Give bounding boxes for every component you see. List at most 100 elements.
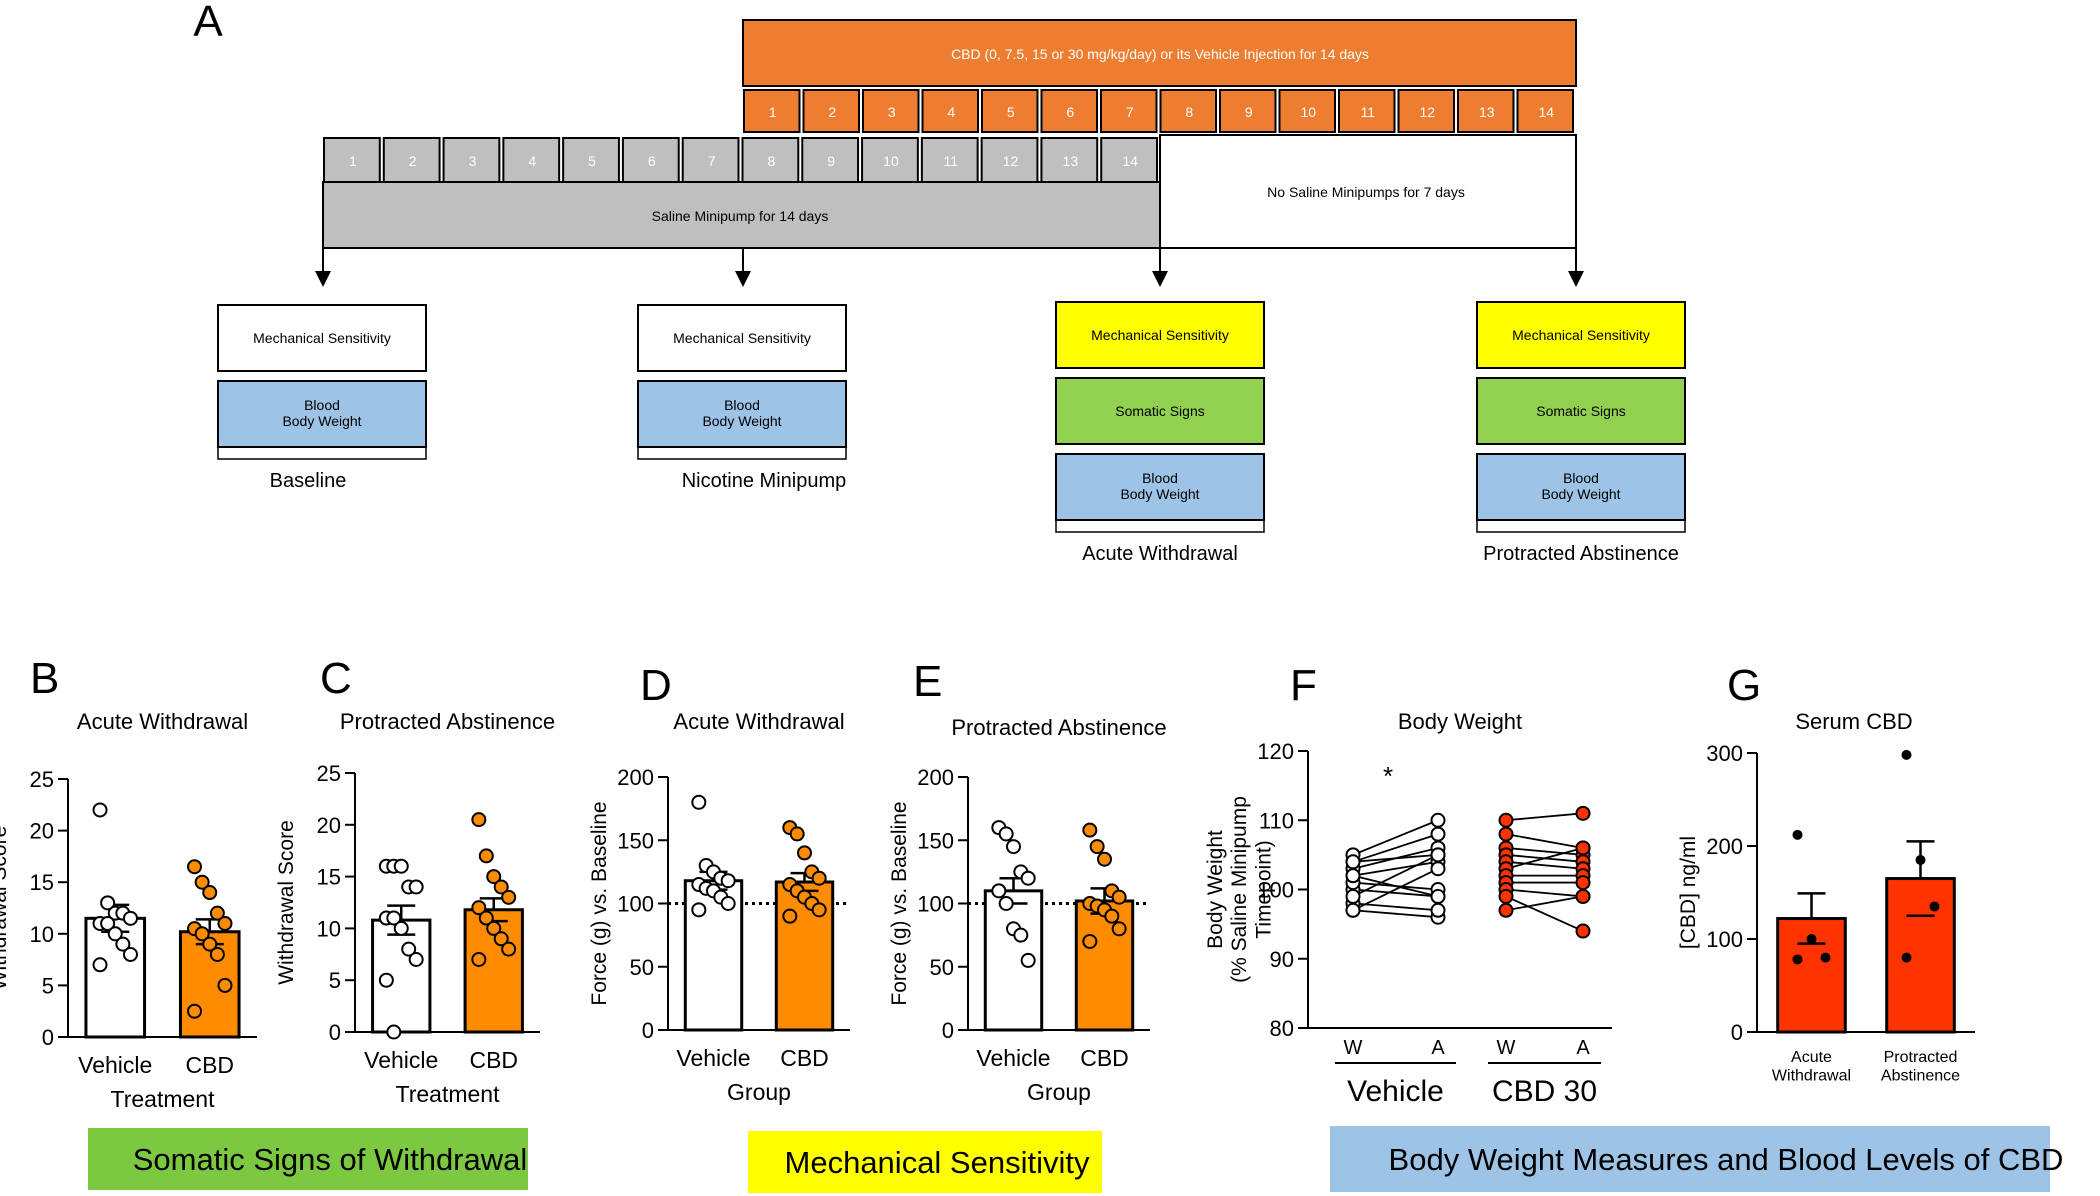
category-label: Vehicle bbox=[676, 1045, 750, 1071]
saline-day-label: 7 bbox=[708, 153, 716, 169]
group-label: CBD 30 bbox=[1492, 1075, 1597, 1108]
chart-title: Protracted Abstinence bbox=[340, 709, 555, 734]
data-point bbox=[1575, 888, 1591, 904]
x-tick-label: W bbox=[1497, 1037, 1516, 1059]
data-point bbox=[1430, 826, 1446, 842]
data-point bbox=[1430, 888, 1446, 904]
panel-letter: B bbox=[30, 654, 59, 703]
cbd-day-cell bbox=[802, 89, 860, 133]
data-point bbox=[107, 926, 123, 942]
panel-letter: D bbox=[640, 661, 672, 710]
data-point bbox=[100, 895, 116, 911]
saline-day-cell bbox=[741, 137, 800, 183]
timepoint-box bbox=[217, 304, 427, 372]
data-point bbox=[393, 920, 409, 936]
data-point bbox=[471, 951, 487, 967]
section-banner bbox=[748, 1131, 1102, 1193]
y-axis-label: Withdrawal Score bbox=[0, 826, 11, 991]
paired-line bbox=[1352, 819, 1439, 856]
data-point bbox=[1806, 934, 1817, 944]
data-point bbox=[1575, 923, 1591, 939]
bar bbox=[1074, 899, 1135, 1032]
cbd-day-label: 4 bbox=[947, 104, 955, 120]
timepoint-box-label: Somatic Signs bbox=[1536, 403, 1625, 419]
cbd-day-label: 14 bbox=[1538, 104, 1554, 120]
cbd-day-label: 12 bbox=[1419, 104, 1435, 120]
x-tick-label: W bbox=[1344, 1037, 1363, 1059]
data-point bbox=[501, 941, 517, 957]
data-point bbox=[998, 826, 1014, 842]
saline-day-label: 14 bbox=[1122, 153, 1138, 169]
paired-line bbox=[1505, 847, 1584, 870]
section-banner-label: Mechanical Sensitivity bbox=[785, 1145, 1090, 1180]
data-point bbox=[471, 900, 487, 916]
data-point bbox=[1345, 854, 1361, 870]
cbd-day-cell bbox=[862, 89, 920, 133]
saline-day-label: 6 bbox=[648, 153, 656, 169]
section-banner bbox=[1330, 1126, 2050, 1192]
chart-title: Body Weight bbox=[1398, 709, 1522, 734]
cbd-day-label: 6 bbox=[1066, 104, 1074, 120]
timepoint-box bbox=[1055, 453, 1265, 521]
data-point bbox=[486, 920, 502, 936]
y-tick-label: 100 bbox=[1706, 927, 1743, 952]
timepoint-box-label: Mechanical Sensitivity bbox=[1512, 327, 1650, 343]
data-point bbox=[1006, 839, 1021, 855]
paired-line bbox=[1505, 847, 1584, 856]
data-point bbox=[100, 915, 116, 931]
cbd-day-cell bbox=[743, 89, 801, 133]
timepoint-box bbox=[217, 380, 427, 448]
bar bbox=[1885, 877, 1956, 1034]
data-point bbox=[1097, 851, 1112, 867]
data-point bbox=[1915, 854, 1926, 865]
saline-day-label: 10 bbox=[883, 153, 899, 169]
data-point bbox=[187, 1003, 203, 1019]
data-point bbox=[1430, 847, 1446, 863]
data-point bbox=[1498, 888, 1514, 904]
y-tick-label: 200 bbox=[1706, 834, 1743, 859]
paired-line bbox=[1352, 854, 1439, 898]
cbd-day-label: 13 bbox=[1479, 104, 1495, 120]
data-point bbox=[408, 879, 424, 895]
saline-day-label: 1 bbox=[349, 153, 357, 169]
y-tick-label: 80 bbox=[1270, 1016, 1294, 1041]
x-axis-label: Treatment bbox=[396, 1081, 501, 1107]
data-point bbox=[1575, 805, 1591, 821]
paired-line bbox=[1505, 812, 1584, 822]
y-tick-label: 10 bbox=[317, 916, 341, 941]
category-label: Vehicle bbox=[78, 1052, 152, 1078]
data-point bbox=[194, 926, 210, 942]
timepoint-box bbox=[1055, 377, 1265, 445]
x-tick-label: A bbox=[1576, 1037, 1590, 1059]
saline-day-label: 9 bbox=[827, 153, 835, 169]
data-point bbox=[501, 889, 517, 905]
y-tick-label: 100 bbox=[1257, 878, 1294, 903]
data-point bbox=[209, 946, 225, 962]
saline-day-cell bbox=[681, 137, 740, 183]
no-saline-box bbox=[1159, 134, 1577, 249]
y-tick-label: 100 bbox=[617, 892, 654, 917]
category-label: CBD bbox=[1080, 1045, 1129, 1071]
data-point bbox=[1792, 829, 1803, 840]
x-axis-label: Treatment bbox=[111, 1086, 216, 1112]
data-point bbox=[797, 845, 812, 861]
data-point bbox=[478, 848, 494, 864]
no-saline-label: No Saline Minipumps for 7 days bbox=[1267, 184, 1465, 200]
timepoint-bracket bbox=[637, 445, 847, 460]
y-axis-label: Force (g) vs. Baseline bbox=[588, 801, 611, 1005]
saline-day-label: 11 bbox=[943, 153, 958, 169]
data-point bbox=[386, 910, 402, 926]
data-point bbox=[393, 858, 409, 874]
data-point bbox=[1575, 875, 1591, 891]
timepoint-box bbox=[1476, 377, 1686, 445]
data-point bbox=[202, 885, 218, 901]
data-point bbox=[789, 826, 805, 842]
saline-day-label: 8 bbox=[767, 153, 775, 169]
y-axis-label: [CBD] ng/ml bbox=[1677, 836, 1700, 949]
data-point bbox=[493, 931, 509, 947]
timeline-arrow-head bbox=[315, 271, 331, 287]
panel-letter: G bbox=[1727, 661, 1761, 710]
